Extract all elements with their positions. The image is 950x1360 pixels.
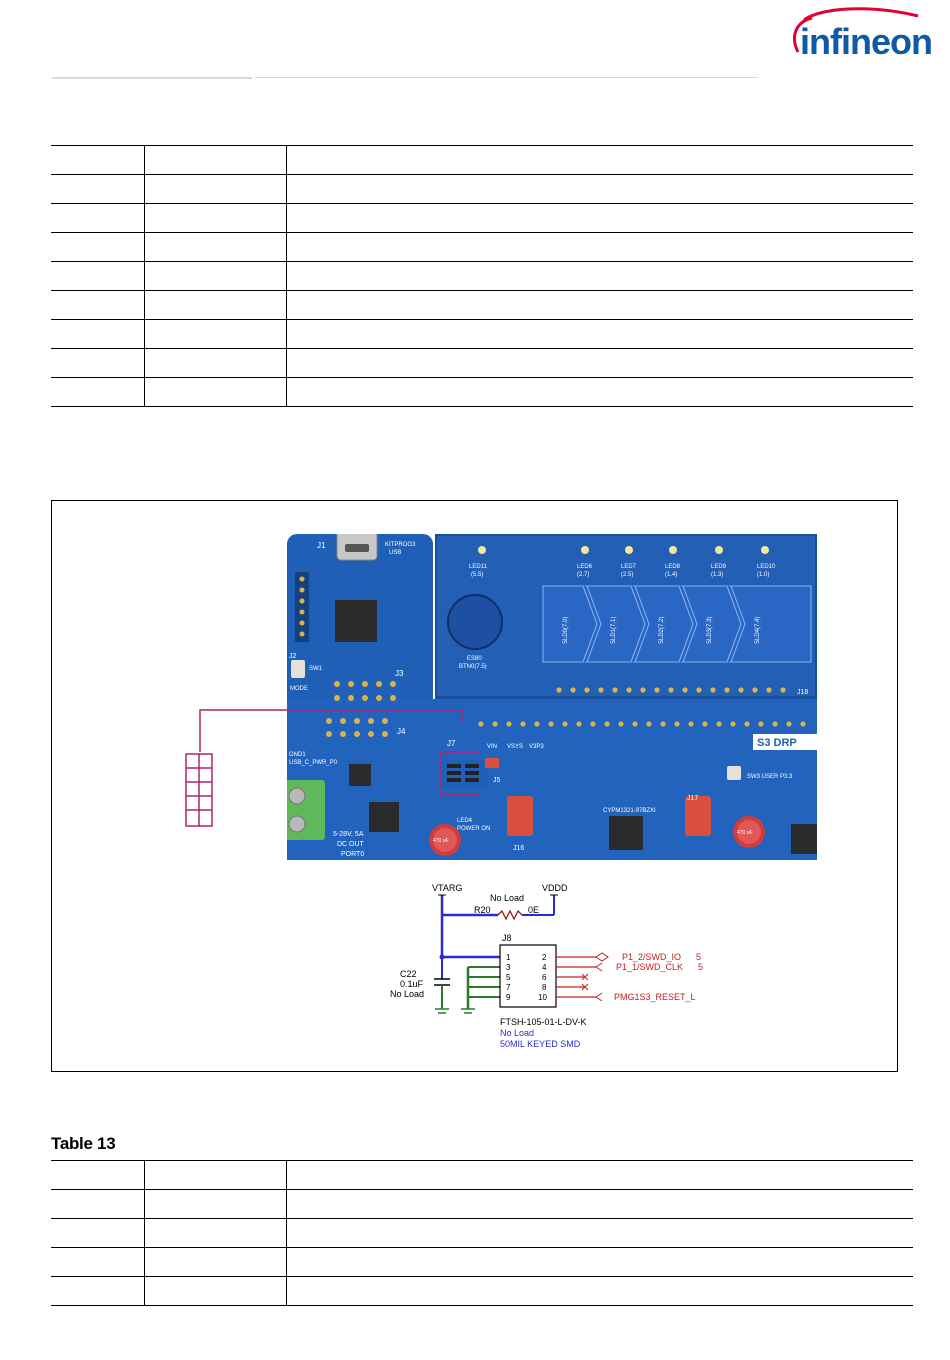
label-cap-b: 470 uF <box>737 830 753 836</box>
label-led4: LED4 <box>457 818 473 824</box>
label-slider: SLD4(7.4) <box>755 617 761 644</box>
label-led-pin: (2.7) <box>577 572 589 578</box>
part-number: FTSH-105-01-L-DV-K <box>500 1017 587 1027</box>
label-usb: USB <box>389 550 401 556</box>
table-row <box>51 1189 913 1219</box>
label-sw1: SW1 <box>309 666 323 672</box>
label-slider: SLD1(7.1) <box>611 617 617 644</box>
signal-swd-clk-ref: 5 <box>698 962 703 972</box>
label-j1: J1 <box>317 541 326 550</box>
label-j16: J16 <box>513 845 524 852</box>
label-usb-c-pwr: USB_C_PWR_P0 <box>289 760 338 766</box>
label-v3p3: V3P3 <box>529 744 544 750</box>
j8-label: J8 <box>502 933 512 943</box>
label-btn: BTN0(7.5) <box>459 664 487 670</box>
j8-pin: 2 <box>542 953 547 962</box>
signal-swd-clk: P1_1/SWD_CLK <box>616 962 683 972</box>
j8-pin: 1 <box>506 953 511 962</box>
label-sw3: SW3 USER P3.3 <box>747 774 793 780</box>
table-row <box>51 145 913 175</box>
label-j7: J7 <box>447 739 456 748</box>
r20-no-load: No Load <box>490 893 524 903</box>
signal-swd-io: P1_2/SWD_IO <box>622 952 681 962</box>
label-kitprog: KITPROG3 <box>385 542 416 548</box>
label-slider: SLD0(7.0) <box>563 617 569 644</box>
j8-pin: 4 <box>542 963 547 972</box>
j8-pin: 9 <box>506 993 511 1002</box>
figure-frame <box>51 500 898 1072</box>
table-row <box>51 1247 913 1277</box>
table-row <box>51 1218 913 1248</box>
header-rule-thin <box>254 77 758 78</box>
table-caption: Table 13 <box>51 1134 116 1153</box>
label-j17: J17 <box>687 795 698 802</box>
label-gnd: GND1 <box>289 752 306 758</box>
label-j2: J2 <box>289 653 297 660</box>
label-led: LED6 <box>577 564 593 570</box>
net-vddd: VDDD <box>542 883 568 893</box>
j8-pin: 3 <box>506 963 511 972</box>
label-slider: SLD3(7.3) <box>707 617 713 644</box>
label-led-pin: (2.5) <box>621 572 633 578</box>
j8-pin: 10 <box>538 993 547 1002</box>
table-row <box>51 290 913 320</box>
table-row <box>51 348 913 378</box>
signal-reset: PMG1S3_RESET_L <box>614 992 696 1002</box>
label-led11-pin: (5.5) <box>471 572 483 578</box>
label-dc-out-2: DC OUT <box>337 841 365 848</box>
label-dc-out: 5-28V, 5A <box>333 831 364 838</box>
label-port0: PORT0 <box>341 851 364 858</box>
label-cypm: CYPM1321-97BZXI <box>603 808 656 814</box>
label-led-pin: (1.4) <box>665 572 677 578</box>
c22-no-load: No Load <box>390 989 424 999</box>
label-j4: J4 <box>397 727 406 736</box>
label-led11: LED11 <box>469 564 488 570</box>
infineon-logo: infineon <box>793 7 933 62</box>
signal-swd-io-ref: 5 <box>696 952 701 962</box>
label-led-pin: (1.0) <box>757 572 769 578</box>
j7-callout <box>185 709 480 827</box>
part-description: 50MIL KEYED SMD <box>500 1039 581 1049</box>
table-row <box>51 203 913 233</box>
label-led: LED7 <box>621 564 637 570</box>
label-led-pin: (1.3) <box>711 572 723 578</box>
table-row <box>51 261 913 291</box>
swd-header-schematic: VTARG VDDD R20 0E No Load C22 0.1uF No L… <box>390 883 703 1049</box>
bottom-table <box>51 1160 913 1306</box>
label-cap-a: 470 uF <box>433 838 449 844</box>
label-j5: J5 <box>493 777 501 784</box>
logo-wordmark: infineon <box>800 21 932 62</box>
label-mode: MODE <box>290 686 308 692</box>
label-vin: VIN <box>487 744 497 750</box>
top-table <box>51 145 913 407</box>
board-photo: J1 KITPROG3 USB MODE SW1 J3 J2 J4 GND1 U… <box>287 534 817 860</box>
r20-value: 0E <box>528 905 539 915</box>
label-led: LED10 <box>757 564 776 570</box>
c22-value: 0.1uF <box>400 979 424 989</box>
label-led: LED8 <box>665 564 681 570</box>
r20-label: R20 <box>474 905 491 915</box>
table-row <box>51 174 913 204</box>
table-row <box>51 319 913 349</box>
label-slider: SLD2(7.2) <box>659 617 665 644</box>
net-vtarg: VTARG <box>432 883 462 893</box>
table-row <box>51 377 913 407</box>
header-rule <box>52 77 252 79</box>
label-vsys: VSYS <box>507 744 523 750</box>
label-j3: J3 <box>395 669 404 678</box>
j8-pin: 6 <box>542 973 547 982</box>
table-row <box>51 1276 913 1306</box>
label-es80: ES80 <box>467 656 482 662</box>
j8-pin: 8 <box>542 983 547 992</box>
j8-pin: 5 <box>506 973 511 982</box>
table-row <box>51 1160 913 1190</box>
table-row <box>51 232 913 262</box>
label-led: LED9 <box>711 564 727 570</box>
label-power-on: POWER ON <box>457 826 490 832</box>
label-s3drp: S3 DRP <box>757 737 797 749</box>
part-no-load: No Load <box>500 1028 534 1038</box>
label-j18: J18 <box>797 689 808 696</box>
j8-pin: 7 <box>506 983 511 992</box>
c22-label: C22 <box>400 969 417 979</box>
